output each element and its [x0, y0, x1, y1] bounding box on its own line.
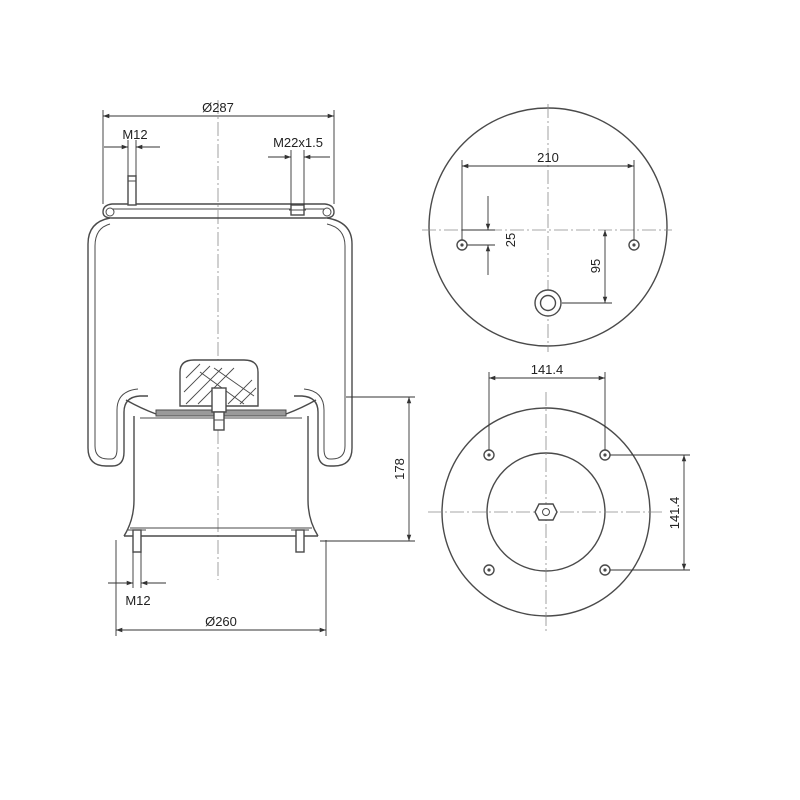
dim-bottom-bolt-spacing-x: 141.4 — [488, 362, 606, 450]
dim-top-stud-offset: 25 — [462, 196, 518, 275]
air-inlet-icon — [534, 289, 562, 317]
bottom-plan-view: 141.4 141.4 — [428, 362, 690, 632]
bottom-stud-top-left-icon — [483, 449, 495, 461]
bottom-stud-bottom-right-icon — [599, 564, 611, 576]
dim-top-bolt-spacing: 210 — [461, 150, 635, 240]
bottom-bolt-spacing-x-label: 141.4 — [531, 362, 564, 377]
top-stud-left-icon — [456, 239, 468, 251]
top-plan-view: 210 25 95 — [422, 104, 672, 352]
dim-top-diameter: Ø287 — [102, 100, 335, 204]
bottom-bolt-spacing-y-label: 141.4 — [667, 497, 682, 530]
bottom-stud-thread-label: M12 — [125, 593, 150, 608]
side-view: Ø287 M12 M22x1.5 178 — [87, 100, 415, 636]
top-stud — [127, 175, 137, 206]
air-inlet-offset-label: 95 — [588, 259, 603, 273]
dim-top-stud-thread: M12 — [104, 127, 160, 176]
dim-bottom-stud-thread: M12 — [108, 552, 166, 608]
dim-height: 178 — [320, 396, 415, 542]
center-nut-icon — [534, 503, 558, 521]
dim-bottom-bolt-spacing-y: 141.4 — [610, 454, 690, 571]
top-stud-offset-label: 25 — [503, 233, 518, 247]
height-label: 178 — [392, 458, 407, 480]
dim-bottom-diameter: Ø260 — [115, 540, 327, 636]
rubber-bellow — [87, 217, 353, 467]
bottom-diameter-label: Ø260 — [205, 614, 237, 629]
top-stud-right-icon — [628, 239, 640, 251]
bottom-studs — [128, 529, 309, 553]
top-diameter-label: Ø287 — [202, 100, 234, 115]
top-bolt-spacing-label: 210 — [537, 150, 559, 165]
top-plate — [102, 203, 335, 219]
bottom-stud-bottom-left-icon — [483, 564, 495, 576]
bumper — [179, 359, 259, 431]
top-stud-thread-label: M12 — [122, 127, 147, 142]
dim-air-inlet-thread: M22x1.5 — [268, 135, 330, 205]
air-inlet-thread-label: M22x1.5 — [273, 135, 323, 150]
air-inlet-fitting — [289, 204, 306, 216]
bottom-stud-top-right-icon — [599, 449, 611, 461]
dim-air-inlet-offset: 95 — [562, 230, 612, 304]
